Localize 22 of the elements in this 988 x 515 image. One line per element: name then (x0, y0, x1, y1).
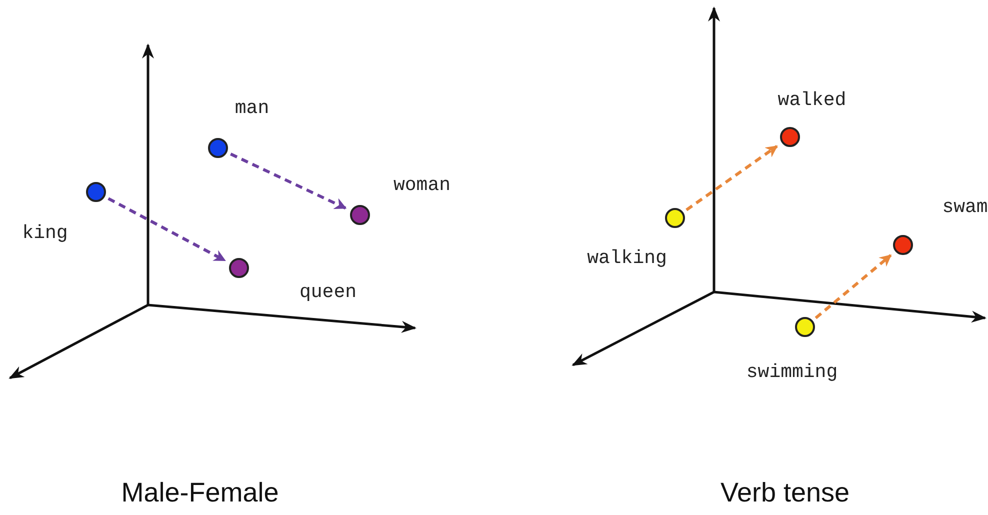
panel-title: Male-Female (121, 478, 279, 508)
data-point (208, 138, 228, 158)
data-point (229, 258, 249, 278)
dashed-arrow (686, 144, 778, 212)
dashed-arrow (108, 197, 226, 262)
data-point (350, 205, 370, 225)
panel-title: Verb tense (720, 478, 850, 508)
word-label: queen (300, 281, 356, 303)
dashed-arrow (814, 254, 892, 320)
data-point (795, 317, 815, 337)
data-point (86, 182, 106, 202)
word-label: man (234, 97, 270, 119)
data-point (780, 127, 800, 147)
data-point (893, 235, 913, 255)
word-label: king (22, 222, 68, 244)
word-label: swam (942, 196, 988, 218)
word-label: walking (587, 247, 667, 269)
word-label: woman (394, 174, 450, 196)
word-label: walked (778, 89, 846, 111)
data-point (665, 208, 685, 228)
word-label: swimming (746, 361, 838, 383)
dashed-arrow (230, 152, 347, 210)
